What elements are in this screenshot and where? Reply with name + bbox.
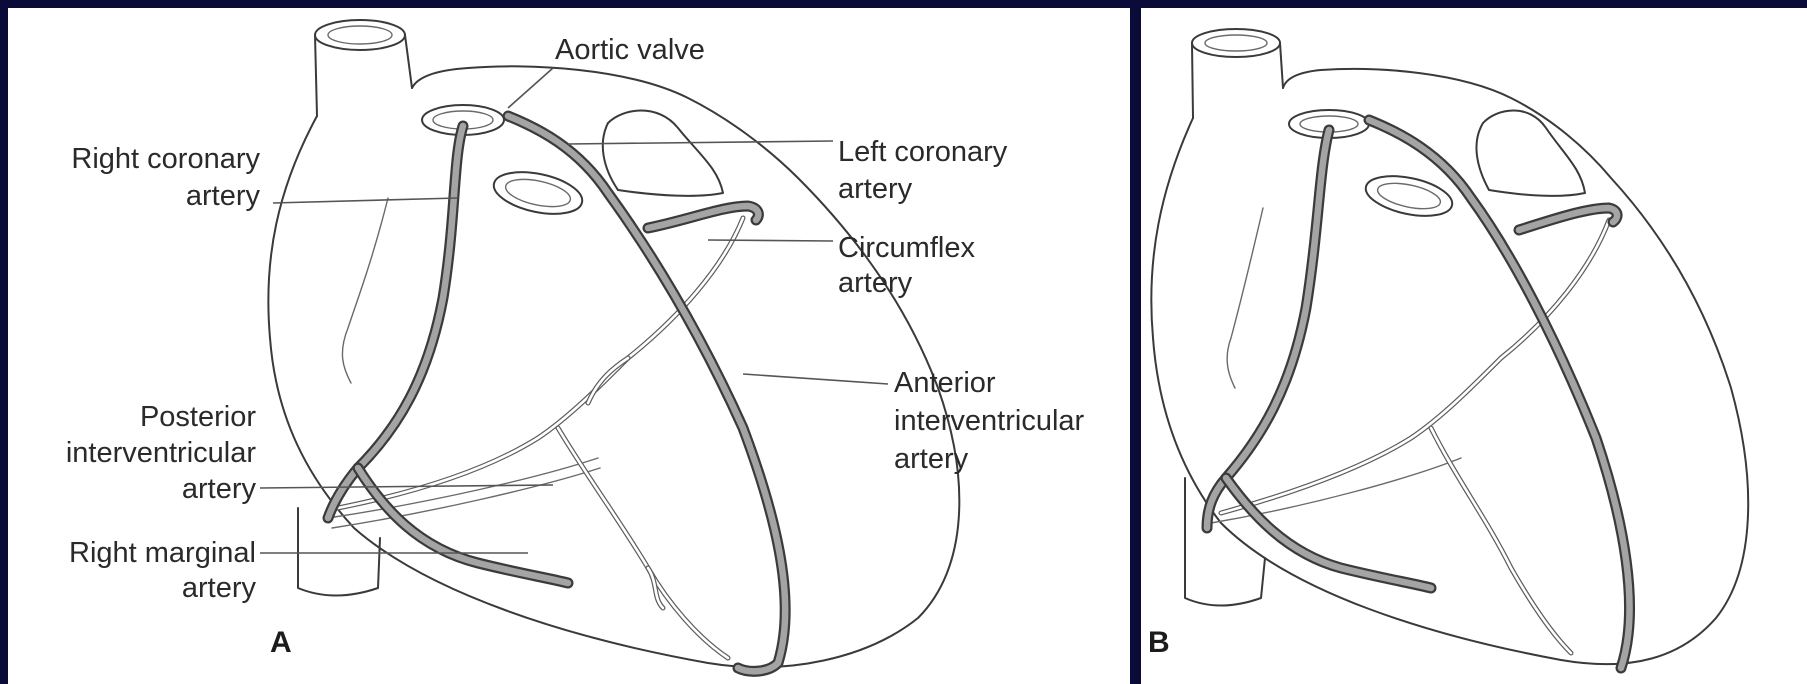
superior-vena-cava-b	[1192, 29, 1283, 118]
label-right-coronary-line1: Right coronary	[18, 141, 260, 177]
inferior-vena-cava-b	[1185, 478, 1265, 606]
heart-outline-b	[1151, 69, 1748, 664]
pulmonary-valve-b	[1362, 169, 1456, 223]
left-auricle	[603, 111, 723, 196]
label-right-coronary-line2: artery	[18, 178, 260, 214]
label-anterior-line1: Anterior	[894, 365, 996, 401]
label-aortic-valve: Aortic valve	[555, 32, 705, 68]
panel-a: Aortic valve Right coronary artery Left …	[8, 8, 1130, 684]
panel-letter-a: A	[270, 626, 292, 660]
label-posterior-line3: artery	[18, 471, 256, 507]
heart-diagram-b	[1141, 8, 1807, 684]
label-right-marginal-line1: Right marginal	[18, 535, 256, 571]
pulmonary-valve	[490, 165, 586, 221]
panel-letter-b: B	[1148, 626, 1170, 660]
label-left-coronary-line2: artery	[838, 171, 912, 207]
inferior-vena-cava	[298, 508, 380, 596]
label-anterior-line3: artery	[894, 441, 968, 477]
right-coronary-artery-path	[328, 126, 568, 583]
thin-vessels	[338, 218, 743, 658]
label-left-coronary-line1: Left coronary	[838, 134, 1007, 170]
label-posterior-line2: interventricular	[18, 435, 256, 471]
right-coronary-artery-path-b	[1207, 130, 1431, 588]
left-coronary-artery-path	[508, 116, 785, 671]
superior-vena-cava	[315, 20, 412, 116]
circumflex-artery-path-b	[1519, 208, 1617, 230]
panel-b: B	[1141, 8, 1807, 684]
label-right-marginal-line2: artery	[18, 570, 256, 606]
left-auricle-b	[1476, 111, 1585, 196]
label-circumflex-line2: artery	[838, 265, 912, 301]
label-anterior-line2: interventricular	[894, 403, 1084, 439]
label-posterior-line1: Posterior	[18, 399, 256, 435]
label-circumflex-line1: Circumflex	[838, 230, 975, 266]
